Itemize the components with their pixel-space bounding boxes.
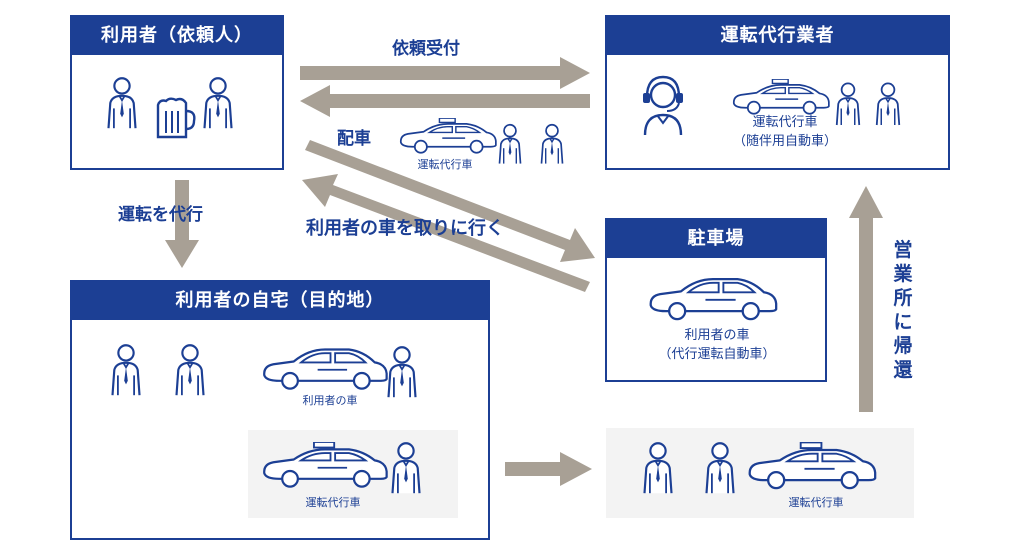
driver-icon: [384, 344, 420, 400]
arrow-return: [849, 186, 883, 412]
arrow-request: [300, 57, 590, 89]
agency-title: 運転代行業者: [607, 17, 948, 55]
person-icon: [172, 342, 208, 398]
arrow-home-to-return: [505, 452, 592, 486]
driver-icon: [873, 81, 903, 127]
driver-icon: [388, 440, 424, 496]
return-car-caption: 運転代行車: [788, 496, 844, 509]
beer-mug-icon: [156, 97, 196, 139]
label-drive: 運転を代行: [118, 205, 203, 225]
driver-icon: [640, 440, 676, 496]
operator-headset-icon: [643, 75, 683, 136]
taxi-car-icon: [398, 118, 498, 154]
home-title: 利用者の自宅（目的地）: [72, 282, 488, 320]
person-icon: [200, 75, 236, 131]
driver-icon: [538, 122, 566, 166]
requester-title: 利用者（依頼人）: [72, 17, 282, 55]
driver-icon: [702, 440, 738, 496]
arrow-from-parking: [302, 174, 590, 292]
home-user-car-caption: 利用者の車: [302, 394, 358, 407]
label-return: 営業所に帰還: [893, 239, 913, 381]
home-agency-car-panel: 運転代行車: [248, 430, 458, 518]
label-dispatch: 配車: [337, 129, 371, 149]
arrow-drive: [165, 180, 199, 268]
person-icon: [108, 342, 144, 398]
home-box: 利用者の自宅（目的地） 利用者の車 運転代行車: [70, 280, 490, 540]
parking-car-caption: 利用者の車 （代行運転自動車）: [658, 328, 776, 362]
label-request: 依頼受付: [392, 39, 460, 59]
arrow-dispatch: [300, 85, 590, 117]
agency-box: 運転代行業者 運転代行車 （随伴用自動車）: [605, 15, 950, 170]
taxi-car-icon: [260, 442, 390, 488]
user-car-icon: [647, 272, 779, 322]
parking-box: 駐車場 利用者の車 （代行運転自動車）: [605, 218, 827, 382]
dispatch-car-caption: 運転代行車: [417, 158, 473, 171]
home-agency-car-caption: 運転代行車: [305, 496, 361, 509]
taxi-car-icon: [731, 79, 831, 115]
person-icon: [104, 75, 140, 131]
label-fetch-car: 利用者の車を取りに行く: [306, 218, 504, 239]
return-panel: 運転代行車: [606, 428, 914, 518]
parking-title: 駐車場: [607, 220, 825, 258]
requester-box: 利用者（依頼人）: [70, 15, 284, 170]
arrow-to-parking: [305, 140, 595, 262]
agency-car-caption: 運転代行車 （随伴用自動車）: [732, 115, 837, 149]
user-car-icon: [260, 344, 390, 390]
driver-icon: [496, 122, 524, 166]
taxi-car-icon: [746, 442, 878, 490]
